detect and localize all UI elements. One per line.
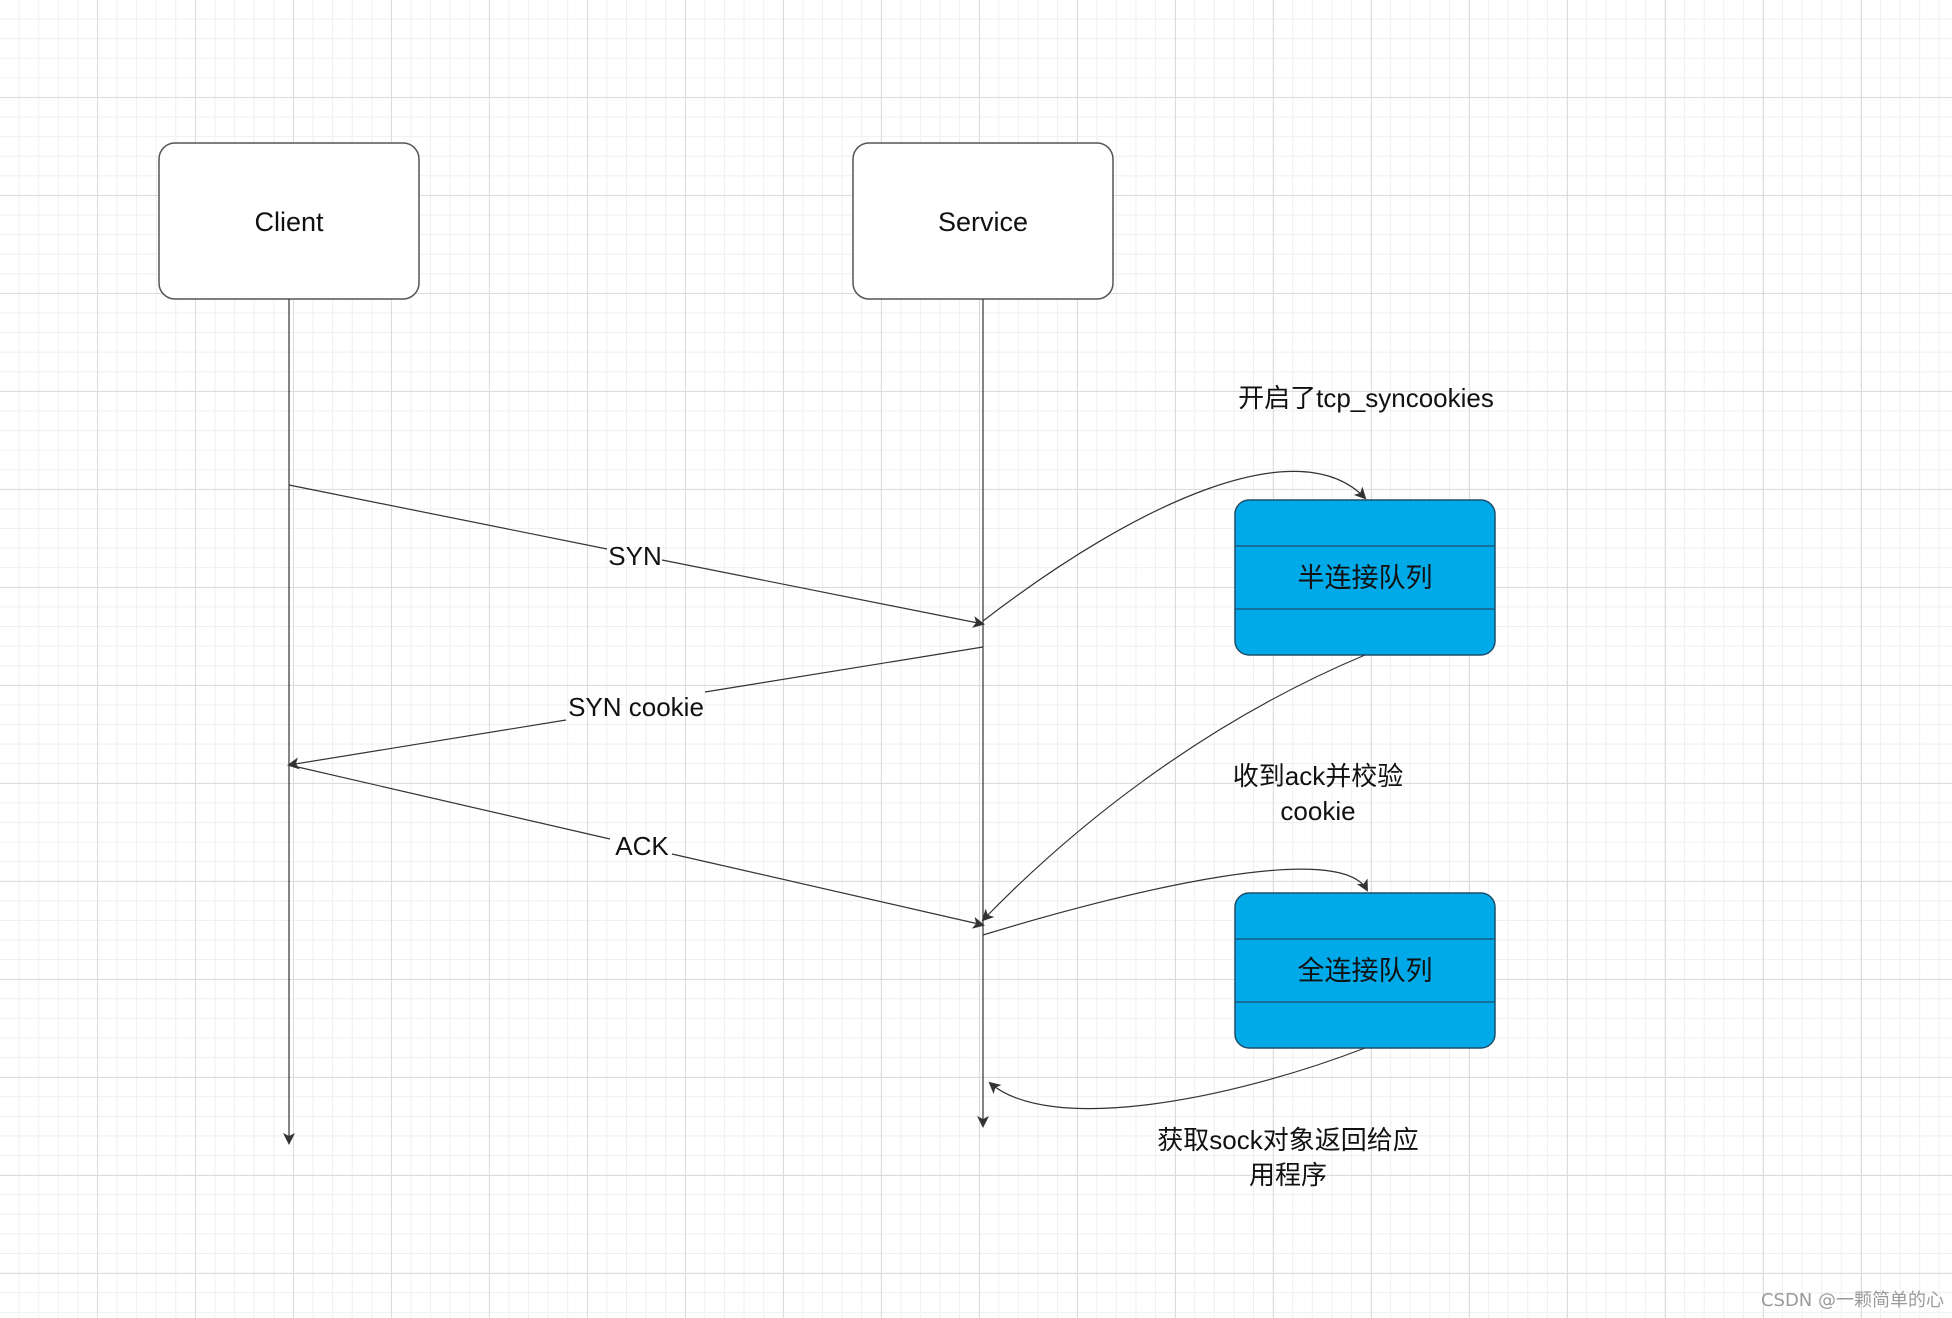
csdn-watermark: CSDN @一颗简单的心	[1761, 1290, 1944, 1311]
full-queue-label: 全连接队列	[1298, 956, 1433, 986]
note-return-line1: 获取sock对象返回给应	[1157, 1125, 1418, 1155]
participant-service[interactable]: Service	[852, 142, 1114, 300]
message-syn-cookie-label: SYN cookie	[568, 692, 704, 722]
note-return-line2: 用程序	[1249, 1160, 1327, 1190]
participant-service-label: Service	[938, 207, 1028, 237]
note-verify-line2: cookie	[1280, 796, 1355, 826]
connector-syn-to-half-queue	[982, 470, 1367, 622]
connector-half-queue-to-service	[981, 654, 1366, 922]
full-connection-queue[interactable]: 全连接队列	[1234, 892, 1496, 1049]
half-queue-label: 半连接队列	[1298, 563, 1433, 593]
participant-client[interactable]: Client	[158, 142, 420, 300]
half-connection-queue[interactable]: 半连接队列	[1234, 499, 1496, 656]
connector-full-queue-to-service	[988, 1047, 1366, 1110]
message-syn-cookie[interactable]: SYN cookie	[287, 646, 984, 770]
message-ack-label: ACK	[615, 831, 669, 861]
note-verify-line1: 收到ack并校验	[1233, 761, 1403, 791]
connector-ack-to-full-queue	[982, 868, 1368, 936]
note-syncookies-enabled: 开启了tcp_syncookies	[1238, 383, 1494, 413]
message-ack[interactable]: ACK	[288, 764, 985, 929]
participant-client-label: Client	[254, 207, 324, 237]
message-syn[interactable]: SYN	[288, 484, 985, 628]
message-syn-label: SYN	[608, 541, 661, 571]
